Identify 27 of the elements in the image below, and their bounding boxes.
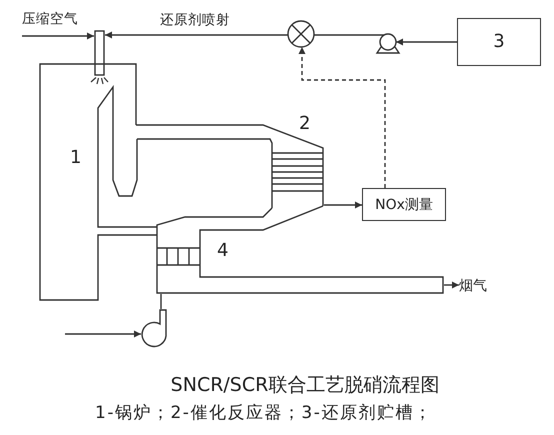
caption: 1-锅炉；2-催化反应器；3-还原剂贮槽； [95,405,432,422]
edge-label: 压缩空气 [22,13,78,26]
fan-symbol [141,309,167,348]
arrow [324,202,362,208]
arrow [105,32,288,38]
arrow [444,282,459,288]
storage-tank-box [457,18,541,66]
injection-nozzle [94,30,105,76]
dashed-arrow [298,47,386,188]
arrow [396,38,457,46]
part-number: 3 [493,33,505,51]
arrow [22,32,94,40]
connector-line [160,294,162,309]
reactor-outline [135,114,324,210]
boiler-outline [39,63,158,301]
part-number: 4 [217,242,228,260]
flow-label: 烟气 [459,278,489,294]
pump-symbol [376,33,401,54]
part-number: 1 [70,149,82,167]
mixing-valve-symbol [287,20,315,48]
connector-line [314,34,384,36]
edge-label: 还原剂喷射 [160,14,230,28]
box-label: NOx测量 [375,198,433,212]
measurement-box [362,188,446,221]
part-number: 2 [299,115,310,133]
arrow [65,330,141,338]
diagram-title: SNCR/SCR联合工艺脱硝流程图 [170,376,440,395]
